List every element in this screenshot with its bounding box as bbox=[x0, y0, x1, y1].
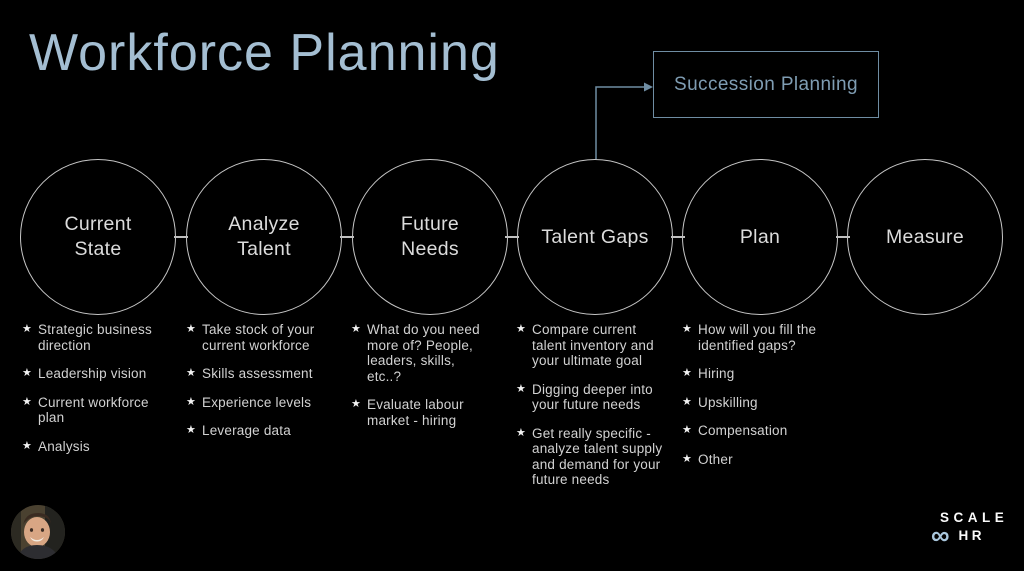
logo-scale-text: SCALE bbox=[940, 510, 1009, 525]
circle-connector bbox=[174, 236, 188, 238]
arrowhead-icon bbox=[644, 82, 653, 92]
bullet-column-future-needs: ★ What do you need more of? People, lead… bbox=[351, 322, 493, 441]
star-icon: ★ bbox=[516, 382, 526, 395]
bullet-item: ★ Compensation bbox=[682, 423, 788, 438]
star-icon: ★ bbox=[22, 395, 32, 408]
bullet-item: ★ Leverage data bbox=[186, 423, 291, 438]
bullet-column-plan: ★ How will you fill the identified gaps?… bbox=[682, 322, 832, 480]
star-icon: ★ bbox=[351, 398, 361, 410]
stage-label: Measure bbox=[886, 225, 964, 248]
bullet-item: ★ Leadership vision bbox=[22, 366, 147, 381]
stage-circle-current-state: Current State bbox=[20, 159, 176, 315]
bullet-item: ★ Current workforce plan bbox=[22, 394, 149, 426]
stage-circle-analyze-talent: Analyze Talent bbox=[186, 159, 342, 315]
bullet-item: ★ Experience levels bbox=[186, 394, 312, 410]
bullet-item: ★ Skills assessment bbox=[186, 366, 313, 381]
circle-connector bbox=[671, 236, 685, 238]
bullet-item: ★ Take stock of your current workforce bbox=[186, 322, 315, 353]
stage-circle-talent-gaps: Talent Gaps bbox=[517, 159, 673, 315]
succession-planning-label: Succession Planning bbox=[674, 73, 858, 95]
bullet-item: ★ Get really specific - analyze talent s… bbox=[516, 425, 663, 488]
star-icon: ★ bbox=[186, 395, 196, 408]
star-icon: ★ bbox=[186, 323, 196, 335]
bullet-item: ★ How will you fill the identified gaps? bbox=[682, 322, 817, 353]
bullet-column-analyze-talent: ★ Take stock of your current workforce ★… bbox=[186, 322, 326, 452]
bullet-item: ★ Evaluate labour market - hiring bbox=[351, 397, 464, 428]
bullet-item: ★ Analysis bbox=[22, 438, 90, 454]
circle-connector bbox=[505, 236, 519, 238]
bullet-column-talent-gaps: ★ Compare current talent inventory and y… bbox=[516, 322, 668, 501]
star-icon: ★ bbox=[22, 439, 32, 452]
star-icon: ★ bbox=[682, 323, 692, 335]
star-icon: ★ bbox=[351, 323, 361, 335]
stage-circle-measure: Measure bbox=[847, 159, 1003, 315]
star-icon: ★ bbox=[682, 367, 692, 379]
star-icon: ★ bbox=[186, 367, 196, 379]
succession-planning-box: Succession Planning bbox=[653, 51, 879, 118]
bullet-item: ★ Hiring bbox=[682, 366, 735, 381]
infinity-icon: ∞ bbox=[931, 520, 950, 550]
scalehr-logo: SCALE ∞ HR bbox=[931, 510, 1017, 550]
star-icon: ★ bbox=[516, 323, 526, 335]
avatar-portrait-icon bbox=[11, 505, 65, 559]
bullet-item: ★ Compare current talent inventory and y… bbox=[516, 322, 654, 368]
bullet-item: ★ Upskilling bbox=[682, 394, 758, 410]
star-icon: ★ bbox=[682, 452, 692, 465]
stage-circle-future-needs: Future Needs bbox=[352, 159, 508, 315]
star-icon: ★ bbox=[682, 424, 692, 436]
stage-circle-plan: Plan bbox=[682, 159, 838, 315]
bullet-item: ★ Digging deeper into your future needs bbox=[516, 381, 653, 413]
stage-label: Current State bbox=[64, 213, 132, 260]
star-icon: ★ bbox=[186, 424, 196, 436]
avatar bbox=[11, 505, 65, 559]
stage-label: Future Needs bbox=[400, 213, 460, 260]
bullet-item: ★ Other bbox=[682, 451, 733, 467]
circle-connector bbox=[340, 236, 354, 238]
star-icon: ★ bbox=[22, 367, 32, 379]
bullet-item: ★ Strategic business direction bbox=[22, 322, 152, 353]
star-icon: ★ bbox=[22, 323, 32, 335]
star-icon: ★ bbox=[682, 395, 692, 408]
logo-hr-text: HR bbox=[958, 527, 986, 543]
page-title: Workforce Planning bbox=[29, 24, 500, 82]
star-icon: ★ bbox=[516, 426, 526, 439]
stage-label: Talent Gaps bbox=[541, 225, 649, 248]
stage-label: Plan bbox=[739, 225, 781, 248]
bullet-column-current-state: ★ Strategic business direction ★ Leaders… bbox=[22, 322, 162, 467]
stage-label: Analyze Talent bbox=[228, 213, 300, 260]
bullet-item: ★ What do you need more of? People, lead… bbox=[351, 322, 480, 384]
circle-connector bbox=[836, 236, 850, 238]
